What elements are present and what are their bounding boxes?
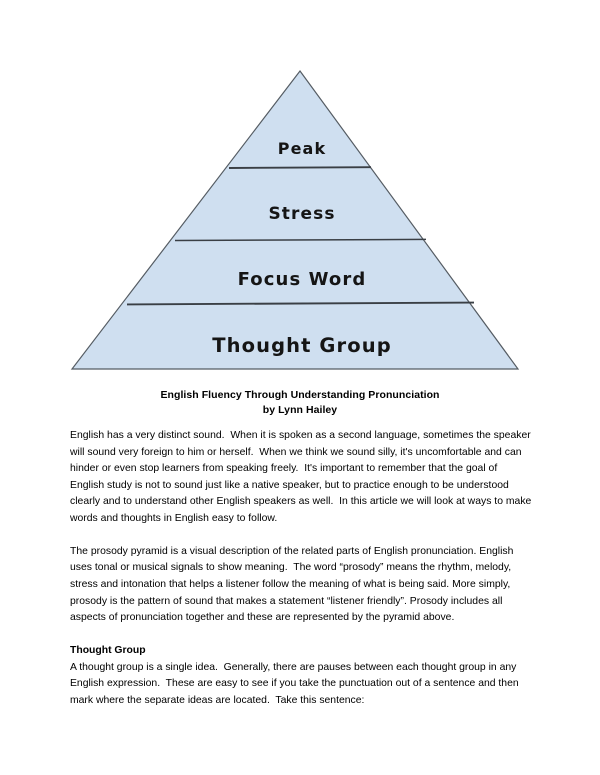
pyramid-shape — [70, 69, 520, 370]
prosody-pyramid-figure: Peak Stress Focus Word Thought Group — [60, 58, 538, 380]
pyramid-divider-2 — [174, 238, 427, 242]
pyramid-label-thought-group: Thought Group — [212, 334, 392, 357]
document-author: by Lynn Hailey — [262, 403, 338, 416]
document-title: English Fluency Through Understanding Pr… — [160, 389, 440, 401]
pyramid-label-peak: Peak — [278, 139, 326, 158]
document-title-block: English Fluency Through Understanding Pr… — [70, 388, 530, 417]
section-paragraph-thought-group: A thought group is a single idea. Genera… — [70, 661, 522, 706]
paragraph-prosody: The prosody pyramid is a visual descript… — [70, 545, 517, 624]
pyramid-label-focus-word: Focus Word — [238, 269, 367, 290]
document-body: English has a very distinct sound. When … — [70, 428, 532, 709]
pyramid-label-stress: Stress — [268, 204, 335, 224]
paragraph-intro: English has a very distinct sound. When … — [70, 430, 535, 524]
pyramid-divider-3 — [126, 301, 475, 306]
section-heading-thought-group: Thought Group — [70, 644, 146, 656]
pyramid-divider-1 — [228, 166, 372, 169]
